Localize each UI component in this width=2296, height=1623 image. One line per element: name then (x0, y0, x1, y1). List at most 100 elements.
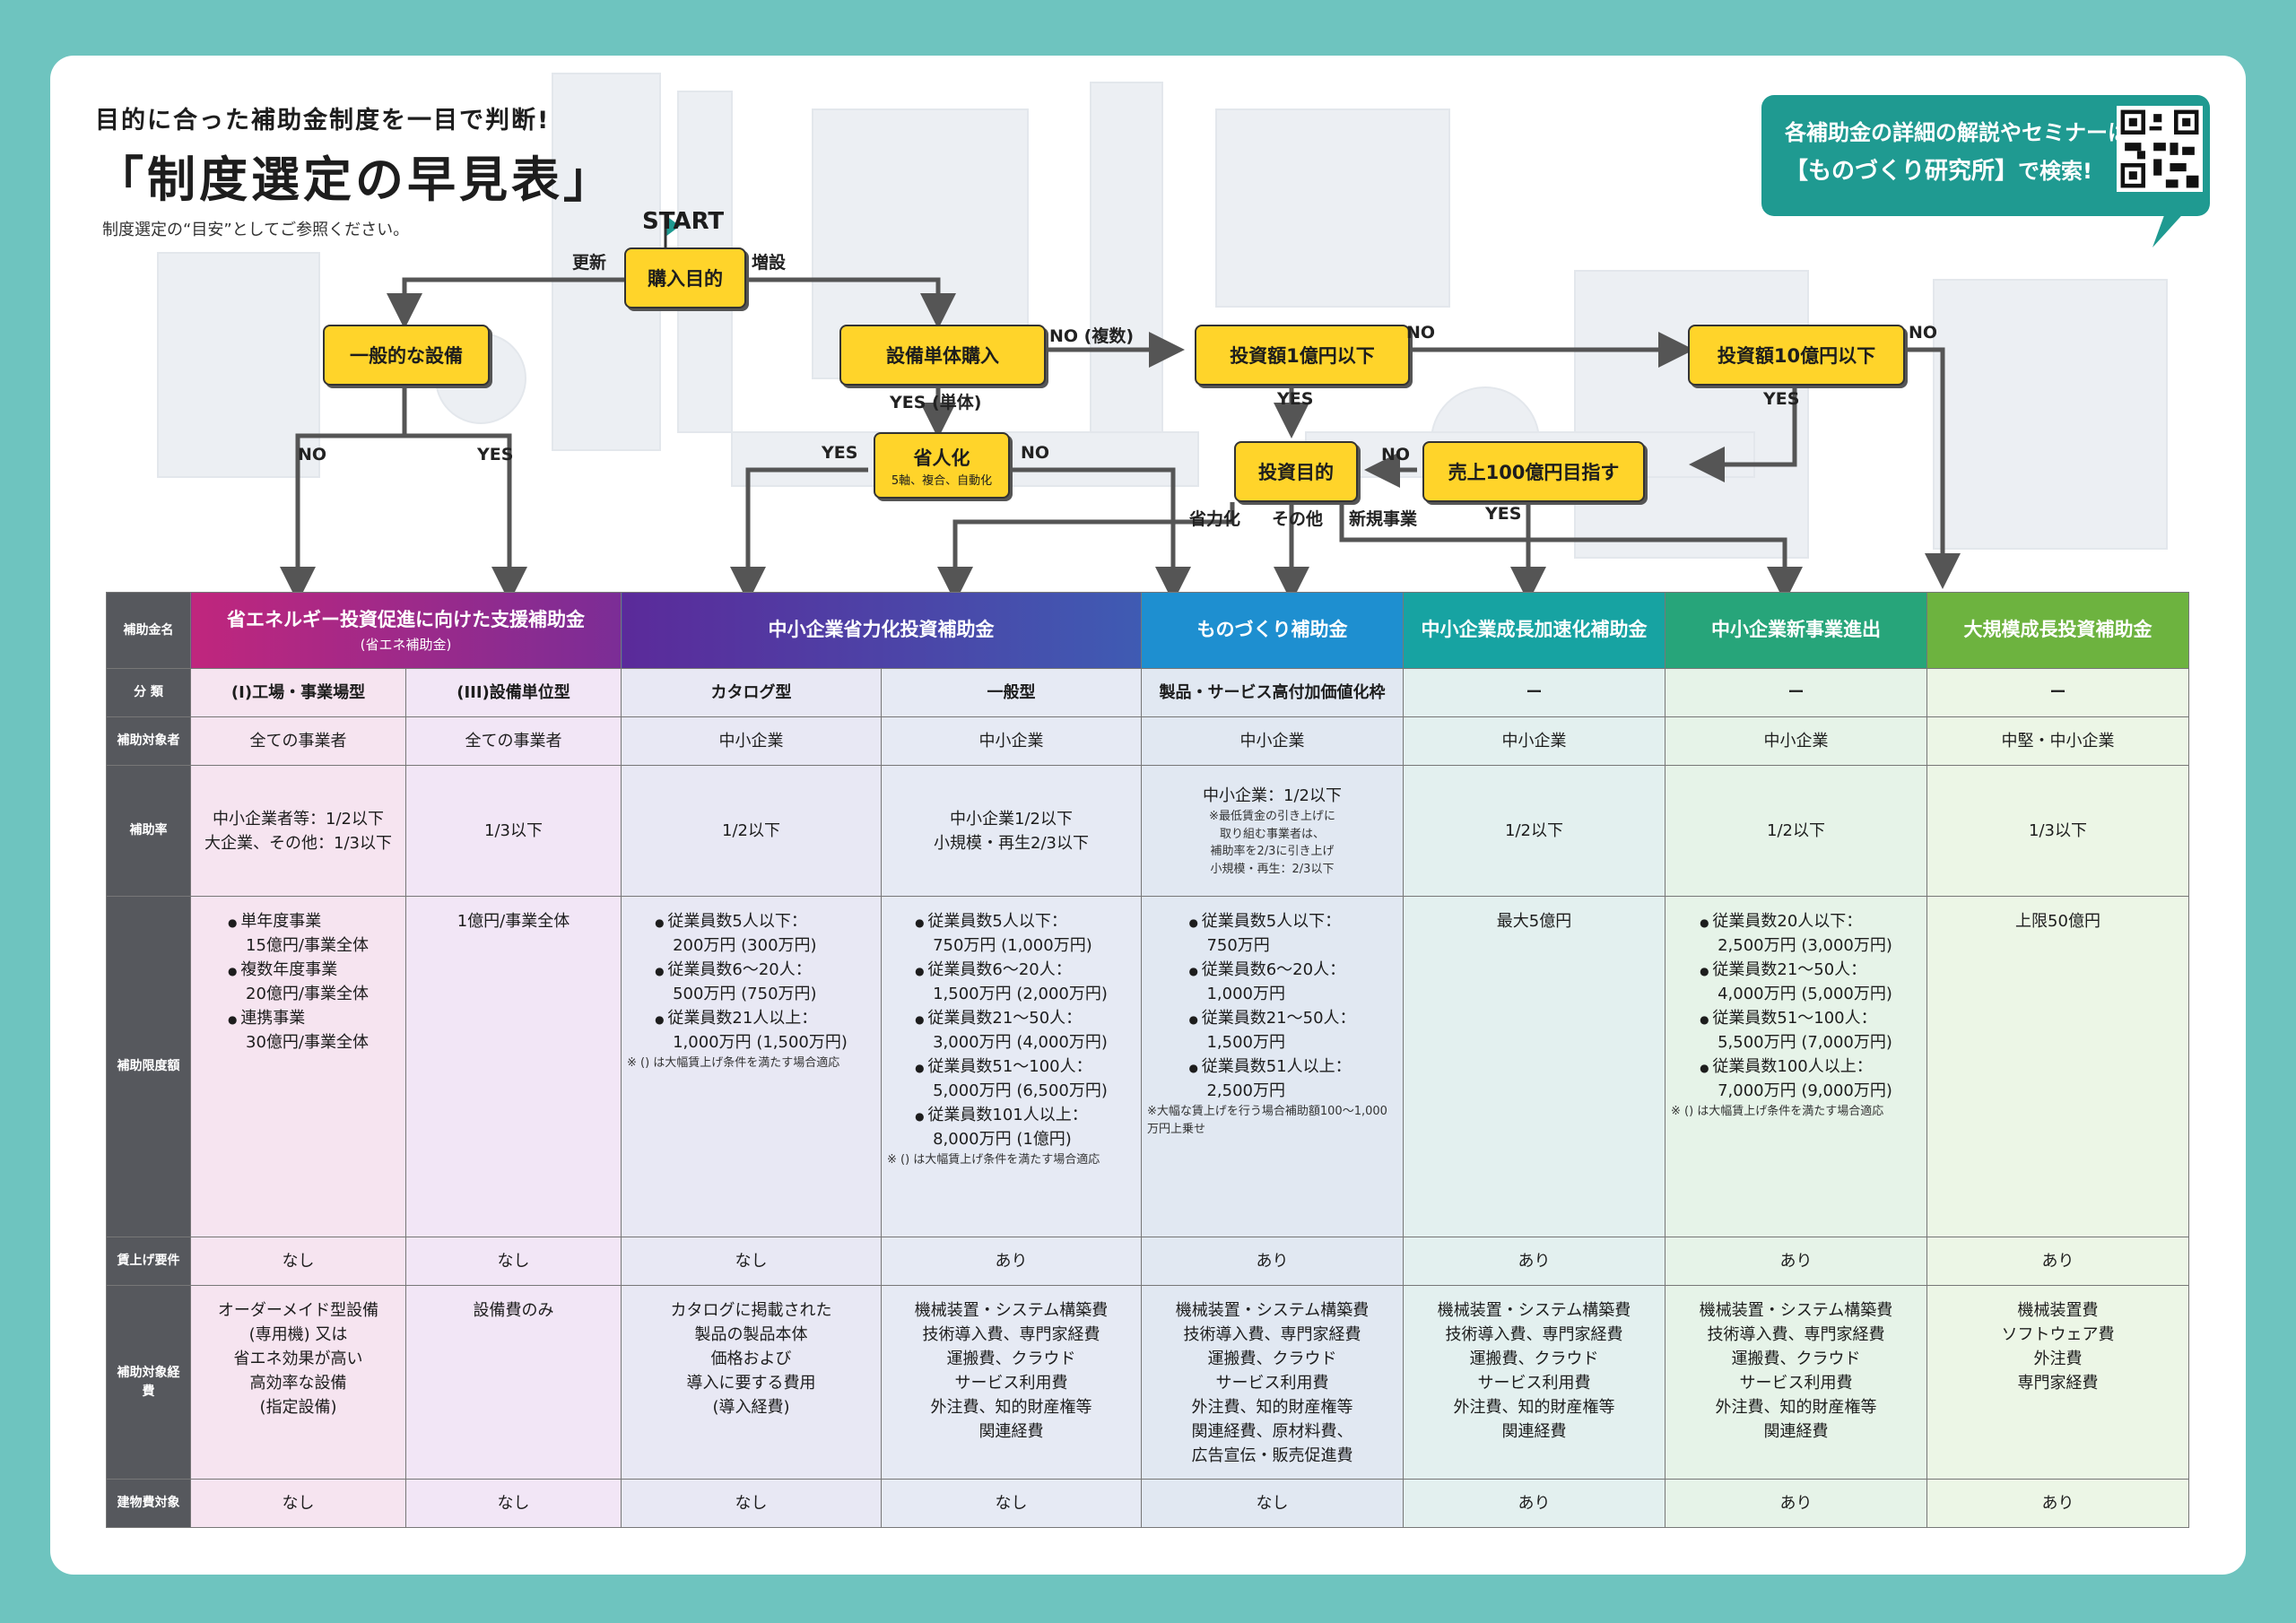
flag-icon (665, 215, 680, 237)
rate-cell: 1/2以下 (621, 765, 882, 897)
wage-cell: あり (881, 1237, 1142, 1286)
expenses-cell: 機械装置・システム構築費 技術導入費、専門家経費 運搬費、クラウド サービス利用… (1665, 1285, 1927, 1480)
label-new-business: 新規事業 (1349, 509, 1418, 529)
limit-note: ※大幅な賃上げを行う場合補助額100〜1,000万円上乗せ (1147, 1105, 1387, 1136)
building-cell: なし (1141, 1479, 1404, 1528)
wage-cell: あり (1926, 1237, 2189, 1286)
expenses-cell: 機械装置・システム構築費 技術導入費、専門家経費 運搬費、クラウド サービス利用… (1141, 1285, 1404, 1480)
label-renew: 更新 (572, 253, 607, 273)
limit-item: 単年度事業 15億円/事業全体 (228, 909, 369, 958)
limit-item: 従業員数21人以上： 1,000万円 (1,500万円) (655, 1006, 848, 1055)
category-cell: ー (1403, 668, 1665, 717)
note-line: 取り組む事業者は、 (1219, 827, 1325, 841)
label-no-multi: NO (複数) (1049, 326, 1135, 346)
rate-cell: 中小企業1/2以下小規模・再生2/3以下 (881, 765, 1142, 897)
limit-item: 従業員数51人以上： 2,500万円 (1188, 1055, 1355, 1103)
row-header: 補助限度額 (106, 896, 191, 1237)
building-cell: あり (1403, 1479, 1665, 1528)
label-no-1oku: NO (1406, 323, 1436, 343)
flowchart-arrows (280, 213, 1961, 603)
limit-item: 従業員数6〜20人： 1,500万円 (2,000万円) (915, 958, 1108, 1006)
program-new-business: 中小企業新事業進出 (1665, 592, 1927, 669)
program-growth-acceleration: 中小企業成長加速化補助金 (1403, 592, 1665, 669)
category-cell: カタログ型 (621, 668, 882, 717)
program-large-scale: 大規模成長投資補助金 (1926, 592, 2189, 669)
program-labor-saving: 中小企業省力化投資補助金 (621, 592, 1142, 669)
limit-cell: 単年度事業 15億円/事業全体複数年度事業 20億円/事業全体連携事業 30億円… (190, 896, 406, 1237)
expenses-cell: カタログに掲載された 製品の製品本体 価格および 導入に要する費用 (導入経費) (621, 1285, 882, 1480)
expenses-cell: 機械装置・システム構築費 技術導入費、専門家経費 運搬費、クラウド サービス利用… (1403, 1285, 1665, 1480)
category-cell: ー (1665, 668, 1927, 717)
row-header: 補助率 (106, 765, 191, 897)
note-line: 小規模・再生：2/3以下 (1210, 862, 1335, 876)
rate-cell: 1/2以下 (1403, 765, 1665, 897)
limit-item: 従業員数5人以下： 200万円 (300万円) (655, 909, 848, 958)
row-building: 建物費対象 なし なし なし なし なし あり あり あり (106, 1479, 2189, 1528)
page-title: 「制度選定の早見表」 (95, 152, 615, 208)
label-yes-sales: YES (1485, 504, 1522, 524)
building-cell: あり (1926, 1479, 2189, 1528)
rate-line: 中小企業1/2以下 (950, 809, 1073, 829)
label-yes-general: YES (477, 445, 514, 464)
program-name: 省エネルギー投資促進に向けた支援補助金 (227, 609, 585, 630)
expenses-cell: 機械装置・システム構築費 技術導入費、専門家経費 運搬費、クラウド サービス利用… (881, 1285, 1142, 1480)
expenses-cell: 機械装置費 ソフトウェア費 外注費 専門家経費 (1926, 1285, 2189, 1480)
banner-tail-icon (2152, 208, 2188, 247)
brochure-page: 目的に合った補助金制度を一目で判断! 「制度選定の早見表」 制度選定の“目安”と… (50, 56, 2246, 1575)
building-cell: なし (190, 1479, 406, 1528)
node-purpose: 購入目的 (624, 247, 746, 308)
label-no-10oku: NO (1909, 323, 1938, 343)
headline: 目的に合った補助金制度を一目で判断! (95, 107, 551, 135)
category-cell: (III)設備単位型 (405, 668, 622, 717)
building-cell: なし (881, 1479, 1142, 1528)
category-cell: 一般型 (881, 668, 1142, 717)
node-labor-saving-title: 省人化 (913, 447, 970, 469)
building-cell: なし (621, 1479, 882, 1528)
limit-cell: 1億円/事業全体 (405, 896, 622, 1237)
limit-item: 従業員数5人以下： 750万円 (1,000万円) (915, 909, 1108, 958)
limit-item: 従業員数21〜50人： 3,000万円 (4,000万円) (915, 1006, 1108, 1055)
target-cell: 中小企業 (621, 716, 882, 766)
building-cell: なし (405, 1479, 622, 1528)
program-subname: (省エネ補助金) (360, 636, 452, 653)
limit-list: 従業員数20人以下： 2,500万円 (3,000万円)従業員数21〜50人： … (1700, 909, 1892, 1103)
program-monozukuri: ものづくり補助金 (1141, 592, 1404, 669)
limit-item: 従業員数6〜20人： 1,000万円 (1188, 958, 1355, 1006)
target-cell: 中小企業 (1665, 716, 1927, 766)
rate-line: 大企業、その他：1/3以下 (204, 833, 392, 853)
start-label: START (642, 208, 725, 235)
row-limit: 補助限度額 単年度事業 15億円/事業全体複数年度事業 20億円/事業全体連携事… (106, 896, 2189, 1237)
rate-note: ※最低賃金の引き上げに取り組む事業者は、補助率を2/3に引き上げ小規模・再生：2… (1147, 808, 1397, 878)
node-sales-100oku: 売上100億円目指す (1422, 441, 1645, 502)
label-other: その他 (1272, 509, 1324, 529)
banner-line2: 【ものづくり研究所】で検索! (1785, 152, 2092, 186)
limit-item: 従業員数101人以上： 8,000万円 (1億円) (915, 1103, 1108, 1151)
node-general-equipment: 一般的な設備 (323, 325, 490, 386)
rate-cell: 1/3以下 (405, 765, 622, 897)
wage-cell: あり (1665, 1237, 1927, 1286)
limit-item: 従業員数100人以上： 7,000万円 (9,000万円) (1700, 1055, 1892, 1103)
limit-list: 従業員数5人以下： 750万円従業員数6〜20人： 1,000万円従業員数21〜… (1188, 909, 1356, 1103)
subsidy-table: 補助金名 省エネルギー投資促進に向けた支援補助金(省エネ補助金) 中小企業省力化… (106, 592, 2189, 1528)
wage-cell: なし (405, 1237, 622, 1286)
limit-note: ※ () は大幅賃上げ条件を満たす場合適応 (887, 1153, 1100, 1167)
banner-cta: で検索! (2018, 159, 2092, 184)
target-cell: 中小企業 (881, 716, 1142, 766)
target-cell: 全ての事業者 (190, 716, 406, 766)
limit-item: 従業員数5人以下： 750万円 (1188, 909, 1355, 958)
limit-item: 複数年度事業 20億円/事業全体 (228, 958, 369, 1006)
target-cell: 中堅・中小企業 (1926, 716, 2189, 766)
expenses-cell: 設備費のみ (405, 1285, 622, 1480)
note-line: 補助率を2/3に引き上げ (1210, 845, 1335, 858)
node-single-equipment: 設備単体購入 (839, 325, 1046, 386)
building-cell: あり (1665, 1479, 1927, 1528)
limit-cell: 従業員数5人以下： 750万円 (1,000万円)従業員数6〜20人： 1,50… (881, 896, 1142, 1237)
row-target: 補助対象者 全ての事業者 全ての事業者 中小企業 中小企業 中小企業 中小企業 … (106, 716, 2189, 766)
label-labor-saving: 省力化 (1189, 509, 1241, 529)
row-header: 賃上げ要件 (106, 1237, 191, 1286)
note-line: ※最低賃金の引き上げに (1209, 810, 1335, 823)
rate-line: 中小企業：1/2以下 (1203, 786, 1342, 805)
label-yes-1oku: YES (1277, 389, 1314, 409)
qr-code-icon[interactable] (2117, 106, 2203, 192)
